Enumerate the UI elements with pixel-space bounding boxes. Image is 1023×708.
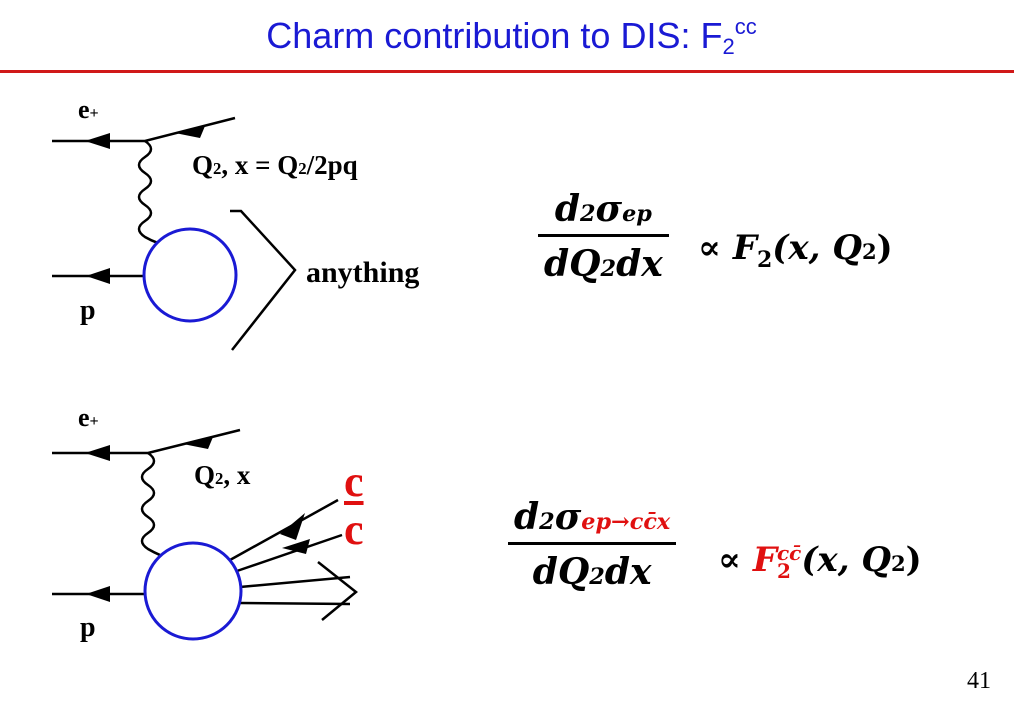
charm-quark-arrow <box>280 513 305 540</box>
anticharm-quark-label: c <box>344 505 364 554</box>
positron-arrow-out-2 <box>85 445 110 461</box>
inclusive-cross-section-fraction: d2σep dQ2dx <box>538 188 669 285</box>
positron-arrow-out <box>85 133 110 149</box>
incoming-positron-line-2 <box>52 428 241 455</box>
title-subscript: 2 <box>722 34 735 59</box>
proton-arrow <box>86 268 110 284</box>
positron-arrow-in-2 <box>183 437 213 449</box>
title-divider <box>0 70 1014 73</box>
proton-label-2: p <box>80 612 96 643</box>
hadronic-blob-2 <box>143 541 243 641</box>
fraction-bar <box>538 234 669 237</box>
anticharm-quark-arrow <box>282 539 310 554</box>
positron-label: e+ <box>78 95 99 124</box>
hadronic-blob <box>142 227 238 323</box>
remnant-line-2 <box>239 601 351 606</box>
inclusive-diagram <box>52 116 297 351</box>
fraction-numerator-2: d2σep→cc̄x <box>514 496 671 538</box>
kinematics-label-2: Q2, x <box>194 460 251 490</box>
final-state-bracket <box>230 209 297 351</box>
fraction-numerator: d2σep <box>554 188 652 230</box>
final-state-label: anything <box>306 256 420 289</box>
proton-label: p <box>80 295 96 326</box>
charm-cross-section-fraction: d2σep→cc̄x dQ2dx <box>508 496 677 593</box>
photon-propagator-2 <box>140 451 177 563</box>
proton-arrow-2 <box>86 586 110 602</box>
title-superscript: cc <box>734 14 757 39</box>
fraction-denominator-2: dQ2dx <box>532 551 652 593</box>
slide-title: Charm contribution to DIS: F2cc <box>266 14 757 59</box>
charm-diagram <box>52 428 358 641</box>
page-number: 41 <box>967 668 991 694</box>
inclusive-structure-function: ∝F2(x, Q2) <box>698 228 893 273</box>
fraction-denominator: dQ2dx <box>544 243 663 285</box>
anticharm-quark-line <box>233 533 343 574</box>
positron-arrow-in <box>175 126 205 138</box>
fraction-bar-2 <box>508 542 677 545</box>
positron-label-2: e+ <box>78 403 99 432</box>
charm-quark-label: c <box>344 457 364 506</box>
remnant-line-1 <box>239 575 351 589</box>
kinematics-label: Q2, x = Q2/2pq <box>192 150 358 180</box>
charm-quark-line <box>229 498 339 562</box>
remnant-bracket <box>317 561 358 621</box>
photon-propagator <box>137 139 174 249</box>
